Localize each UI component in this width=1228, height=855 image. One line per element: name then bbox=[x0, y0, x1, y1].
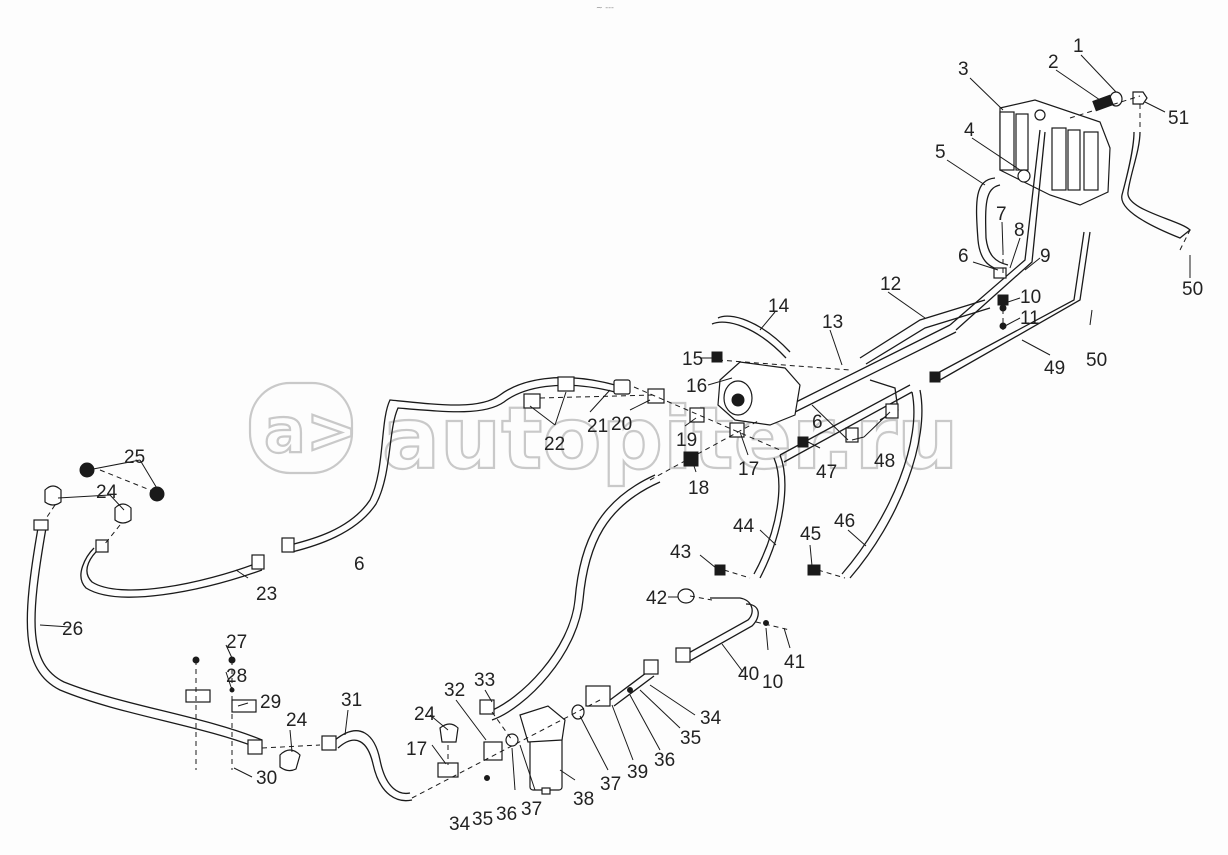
callout-35a: 35 bbox=[472, 809, 493, 830]
callout-27: 27 bbox=[226, 632, 247, 653]
leader-lines bbox=[39, 54, 1191, 791]
callout-37b: 37 bbox=[600, 774, 621, 795]
callout-20: 20 bbox=[611, 414, 632, 435]
tube-44 bbox=[753, 454, 786, 579]
watermark-logo-frame bbox=[248, 381, 354, 475]
callout-24c: 24 bbox=[414, 704, 436, 725]
callout-6b: 6 bbox=[812, 412, 823, 433]
callout-10b: 10 bbox=[762, 672, 783, 693]
callout-15: 15 bbox=[682, 349, 703, 370]
callout-17a: 17 bbox=[738, 459, 759, 480]
callout-35b: 35 bbox=[680, 728, 701, 749]
callout-33: 33 bbox=[474, 670, 495, 691]
tube-5 bbox=[975, 177, 1009, 273]
tube-39 bbox=[609, 669, 655, 707]
callout-32: 32 bbox=[444, 680, 465, 701]
tube-46 bbox=[841, 389, 923, 579]
tube-23 bbox=[80, 547, 263, 598]
callout-24a: 24 bbox=[96, 482, 118, 503]
callout-37a: 37 bbox=[521, 799, 542, 820]
callout-21: 21 bbox=[587, 416, 608, 437]
tube-12 bbox=[859, 299, 991, 365]
callout-18: 18 bbox=[688, 478, 709, 499]
callout-6a: 6 bbox=[958, 246, 969, 267]
callout-49: 49 bbox=[1044, 358, 1065, 379]
tube-26 bbox=[26, 527, 263, 749]
callout-26: 26 bbox=[62, 619, 83, 640]
callout-2: 2 bbox=[1048, 52, 1059, 73]
callout-38: 38 bbox=[573, 789, 594, 810]
callout-41: 41 bbox=[784, 652, 805, 673]
tube-33 bbox=[487, 474, 661, 721]
tube-49 bbox=[933, 231, 1091, 381]
filter-38 bbox=[519, 705, 566, 795]
callout-16: 16 bbox=[686, 376, 707, 397]
control-valve-block bbox=[999, 99, 1111, 206]
fitting-51 bbox=[1132, 91, 1148, 105]
callout-17b: 17 bbox=[406, 739, 427, 760]
callout-11: 11 bbox=[1020, 308, 1040, 329]
watermark-text: autopiter.ru bbox=[382, 389, 958, 489]
callout-24b: 24 bbox=[286, 710, 308, 731]
callout-40: 40 bbox=[738, 664, 759, 685]
callout-34a: 34 bbox=[449, 814, 471, 835]
callout-50b: 50 bbox=[1182, 279, 1203, 300]
tube-14 bbox=[711, 315, 791, 359]
callout-5: 5 bbox=[935, 142, 946, 163]
callout-6c: 6 bbox=[354, 554, 365, 575]
callout-36b: 36 bbox=[654, 750, 675, 771]
callout-9: 9 bbox=[1040, 246, 1051, 267]
callout-44: 44 bbox=[733, 516, 755, 537]
callout-19: 19 bbox=[676, 430, 697, 451]
tube-31 bbox=[334, 730, 413, 802]
callout-43: 43 bbox=[670, 542, 691, 563]
callout-34b: 34 bbox=[700, 708, 722, 729]
pump-16 bbox=[717, 361, 801, 426]
callout-36a: 36 bbox=[496, 804, 517, 825]
tube-21 bbox=[289, 376, 616, 553]
header-mark: ~ --- bbox=[596, 3, 614, 12]
callout-39: 39 bbox=[627, 762, 648, 783]
tube-13-line bbox=[789, 324, 957, 413]
callout-42: 42 bbox=[646, 588, 667, 609]
callout-31: 31 bbox=[341, 690, 362, 711]
callout-8: 8 bbox=[1014, 220, 1025, 241]
callout-23: 23 bbox=[256, 584, 277, 605]
watermark: a> autopiter.ru bbox=[248, 381, 959, 490]
callout-46: 46 bbox=[834, 511, 855, 532]
callout-25: 25 bbox=[124, 447, 145, 468]
callout-3: 3 bbox=[958, 59, 969, 80]
callout-7: 7 bbox=[996, 204, 1007, 225]
callout-51: 51 bbox=[1168, 108, 1189, 129]
callout-14: 14 bbox=[768, 296, 790, 317]
fitting-2 bbox=[1092, 94, 1114, 112]
callout-10a: 10 bbox=[1020, 287, 1041, 308]
callout-29: 29 bbox=[260, 692, 281, 713]
callout-47: 47 bbox=[816, 462, 837, 483]
callout-48: 48 bbox=[874, 451, 895, 472]
callout-28: 28 bbox=[226, 666, 247, 687]
tube-49-upper bbox=[1121, 131, 1191, 239]
callout-22: 22 bbox=[544, 434, 565, 455]
callout-labels: 1 2 3 4 5 6 7 8 9 10 11 12 13 14 15 16 1… bbox=[62, 36, 1203, 835]
watermark-logo: a> bbox=[264, 394, 358, 467]
tube-40 bbox=[684, 597, 759, 663]
callout-45: 45 bbox=[800, 524, 821, 545]
callout-30: 30 bbox=[256, 768, 277, 789]
callout-1: 1 bbox=[1073, 36, 1084, 57]
callout-13: 13 bbox=[822, 312, 843, 333]
callout-50a: 50 bbox=[1086, 350, 1107, 371]
callout-12: 12 bbox=[880, 274, 901, 295]
callout-4: 4 bbox=[964, 120, 975, 141]
